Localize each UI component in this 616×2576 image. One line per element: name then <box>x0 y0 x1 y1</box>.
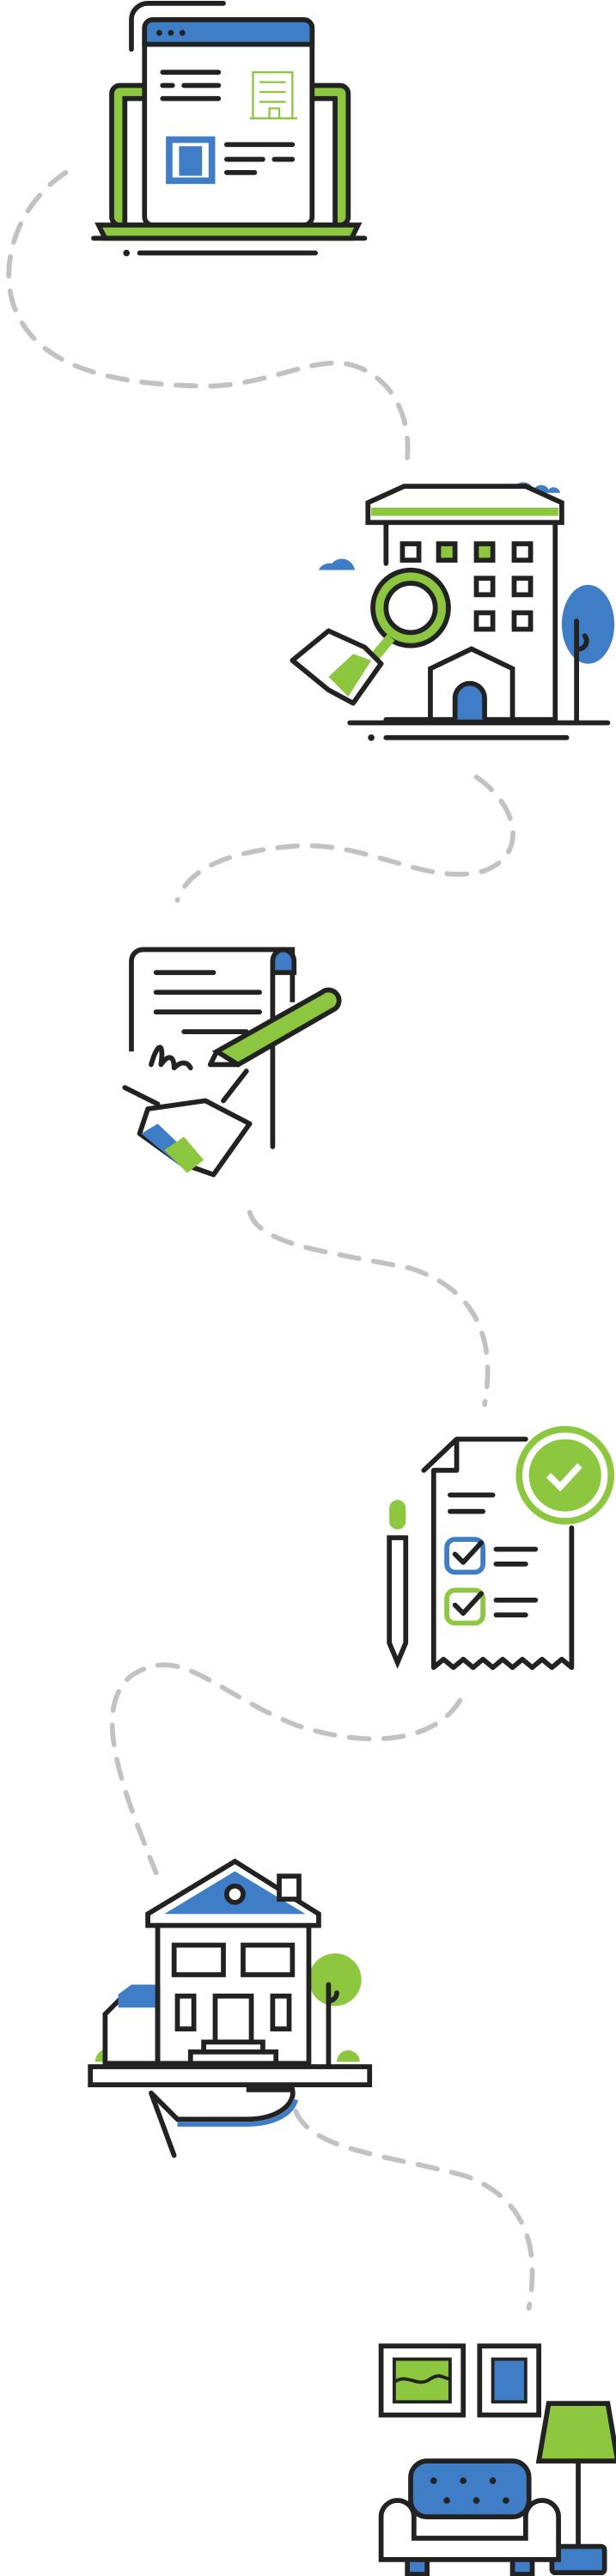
dashed-path <box>6 169 535 2311</box>
furnished-interior-icon <box>378 2343 616 2576</box>
contract-handshake-icon <box>122 947 342 1178</box>
building-search-icon <box>290 482 615 741</box>
checklist-approval-icon <box>387 1426 615 1671</box>
house-in-hand-icon <box>88 1858 373 2159</box>
laptop-listing-icon <box>91 0 368 257</box>
